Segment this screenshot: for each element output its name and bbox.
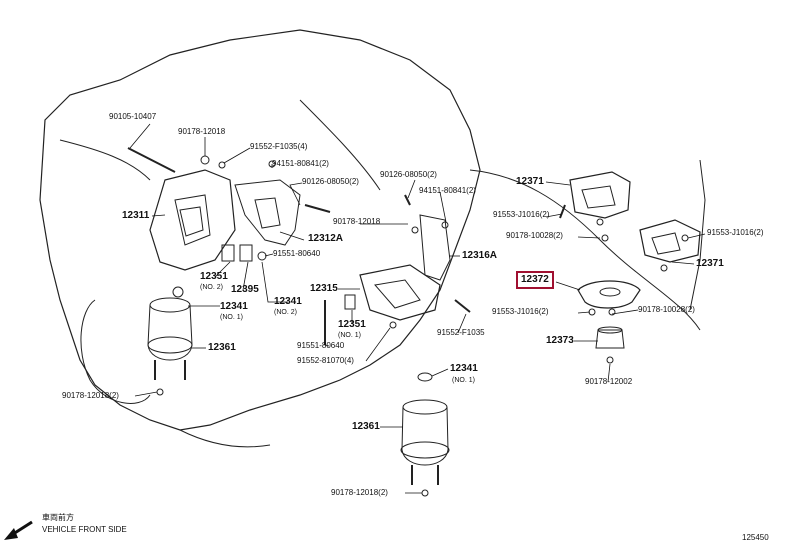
label-12351-no2: 12351 [200,271,228,282]
label-12373: 12373 [546,335,574,346]
bracket-12315 [359,264,441,321]
label-91552-81070-4: 91552-81070(4) [297,356,354,365]
label-90178-12018-2-b: 90178-12018(2) [331,488,388,497]
vehicle-front-label-en: VEHICLE FRONT SIDE [42,525,127,534]
label-12351-no2-sub: (NO. 2) [200,284,223,291]
label-12311: 12311 [122,210,150,221]
label-91553-j1016-2-a: 91553-J1016(2) [493,210,550,219]
label-90126-08050-2-b: 90126-08050(2) [380,170,437,179]
label-90178-12002: 90178-12002 [585,377,633,386]
figure-number: 125450 [742,533,769,542]
bracket-12316a [419,214,451,281]
part-12372 [577,280,641,309]
bolt-long [127,147,176,173]
mount-12371-right [639,219,701,263]
label-91551-80640-b: 91551-80640 [297,341,345,350]
label-91551-80640-a: 91551-80640 [273,249,321,258]
label-91552-f1035: 91552-F1035 [437,328,485,337]
label-12395: 12395 [231,284,259,295]
label-91553-j1016-2-b: 91553-J1016(2) [707,228,764,237]
engine-right-side [689,159,706,311]
label-12315: 12315 [310,283,338,294]
label-12341-no1-c-sub: (NO. 1) [452,377,475,384]
engine-lower-curve [179,429,271,448]
label-12351-no1: 12351 [338,319,366,330]
label-12312a: 12312A [308,233,344,244]
label-12341-no2: 12341 [274,296,302,307]
label-12341-no1-c: 12341 [450,363,478,374]
label-12372-highlighted: 12372 [516,271,554,289]
part-12373 [595,329,625,349]
label-90178-10028-2-a: 90178-10028(2) [506,231,563,240]
label-90178-12018-2-a: 90178-12018(2) [62,391,119,400]
label-12371-top: 12371 [516,176,544,187]
label-90178-12018-b: 90178-12018 [333,217,381,226]
label-12316a: 12316A [462,250,498,261]
label-90126-08050-2: 90126-08050(2) [302,177,359,186]
label-12341-no2-sub: (NO. 2) [274,309,297,316]
label-12361-center: 12361 [352,421,380,432]
label-94151-80841-2-b: 94151-80841(2) [419,186,476,195]
label-12341-no1-a: 12341 [220,301,248,312]
label-91553-j1016-2-c: 91553-J1016(2) [492,307,549,316]
label-90178-12018: 90178-12018 [178,127,226,136]
bracket-12311 [149,169,236,271]
vehicle-front-label-jp: 車両前方 [42,513,74,522]
label-12361-left: 12361 [208,342,236,353]
label-12341-no1-a-sub: (NO. 1) [220,314,243,321]
label-12371-right: 12371 [696,258,724,269]
label-90105-10407: 90105-10407 [109,112,157,121]
label-91552-f1035-4: 91552-F1035(4) [250,142,308,151]
label-94151-80841-2: 94151-80841(2) [272,159,329,168]
bracket-12312a [234,179,301,246]
label-12351-no1-sub: (NO. 1) [338,332,361,339]
engine-inner-1 [59,139,151,181]
engine-front-lobe [80,299,151,404]
label-90178-10028-2-b: 90178-10028(2) [638,305,695,314]
engine-outline [39,29,481,431]
mount-12371-top [569,171,631,219]
engine-inner-2 [299,99,381,191]
engine-right-contour [469,169,701,331]
